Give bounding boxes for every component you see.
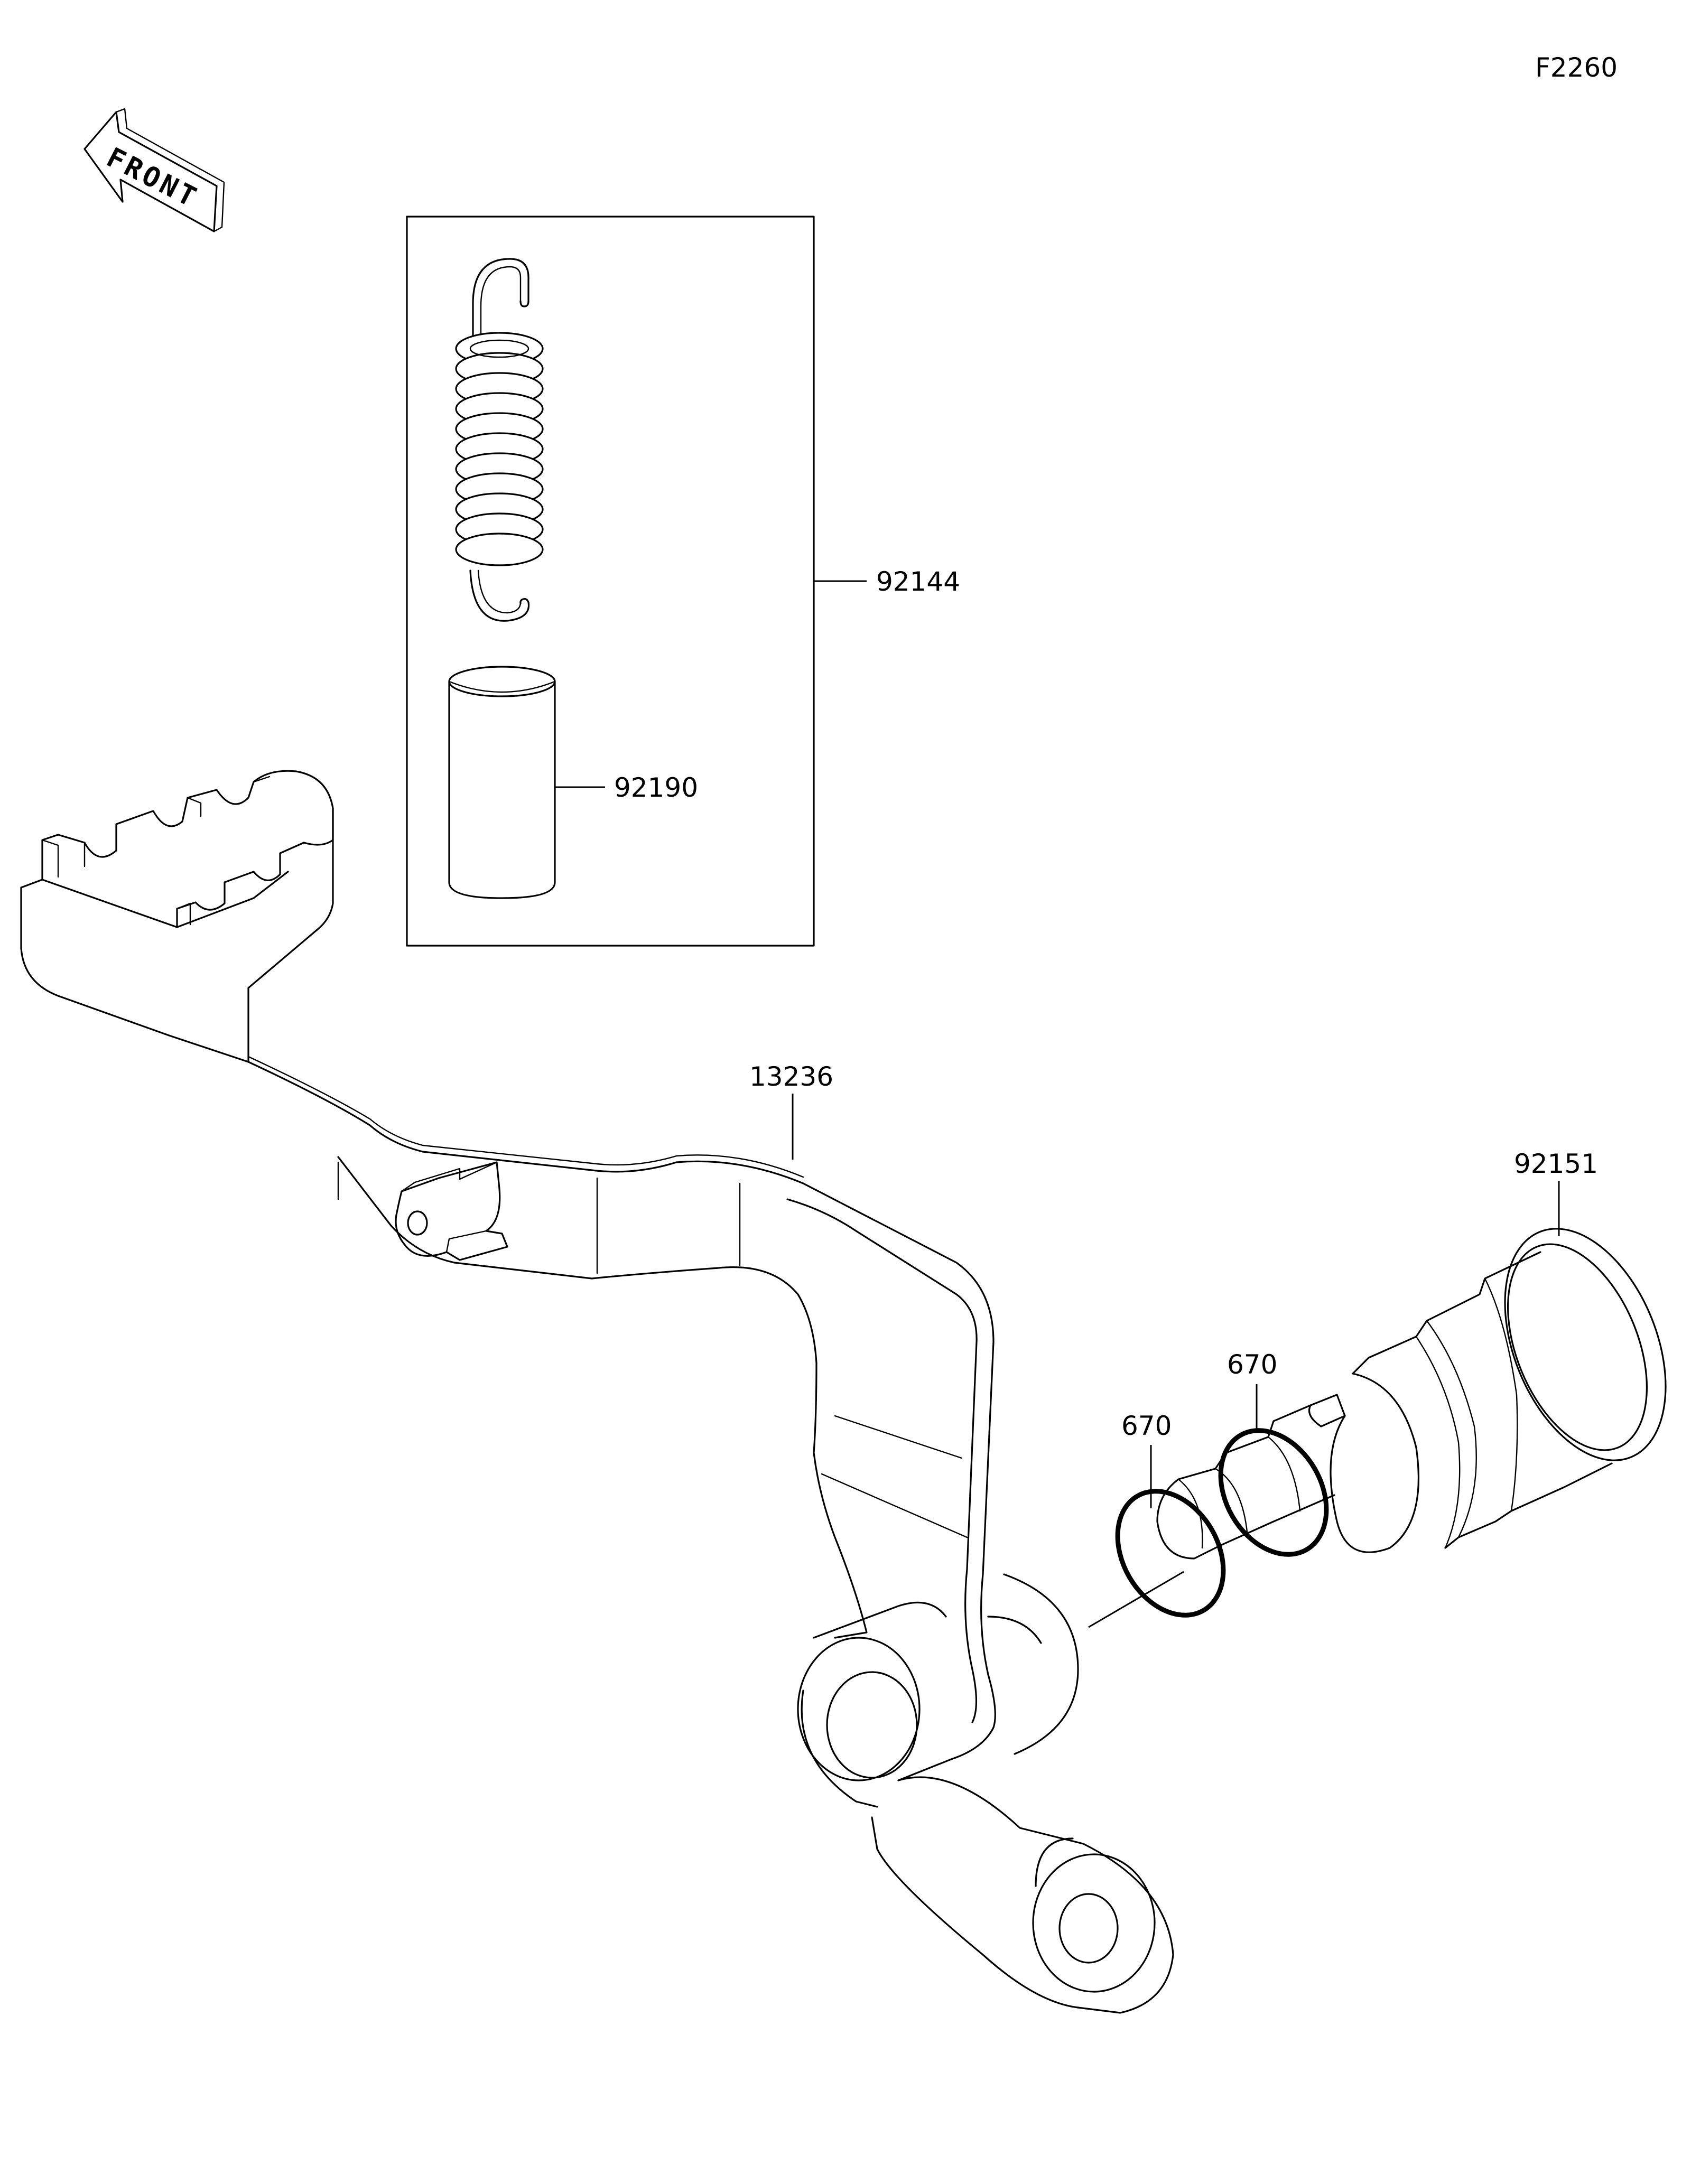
part-label-13236: 13236 [749,1061,833,1092]
o-ring-right [1218,1428,1329,1557]
part-label-92151: 92151 [1514,1149,1598,1179]
front-direction-arrow: FRONT [83,108,225,232]
spring-top-opening [469,339,529,358]
o-ring-left [1115,1489,1226,1618]
part-label-92144: 92144 [876,566,960,597]
part-label-92190: 92190 [614,772,698,803]
pivot-shaft-part [1156,1228,1667,1560]
collar-part [448,666,556,899]
brake-pedal-part [20,770,1174,2014]
spring-coil [455,533,544,566]
front-label: FRONT [101,142,203,214]
spring-part [455,258,544,622]
kit-box [406,216,815,947]
diagram-code: F2260 [1535,52,1618,83]
part-label-670-right: 670 [1227,1349,1277,1380]
part-label-670-left: 670 [1121,1411,1172,1441]
